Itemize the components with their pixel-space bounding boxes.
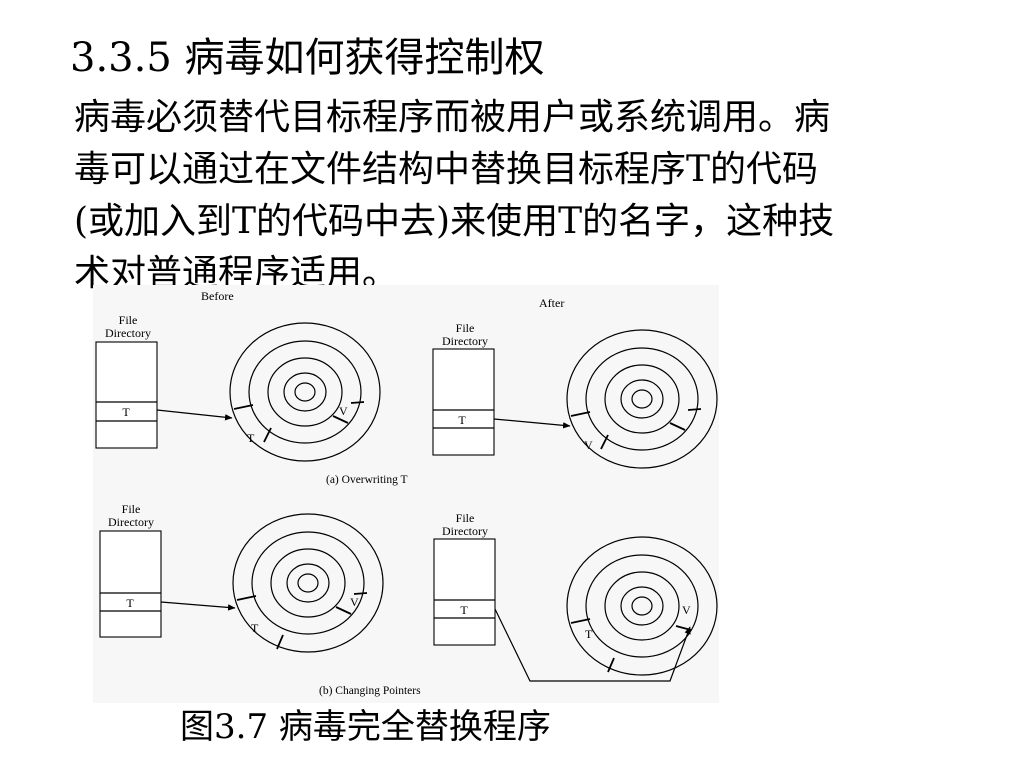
virus-replacement-figure: Before After File Directory T V	[93, 285, 719, 703]
figure-caption: 图3.7 病毒完全替换程序	[180, 707, 551, 747]
panel-a-before: File Directory T V T	[95, 313, 381, 462]
target-label: T	[247, 431, 255, 445]
file-label-line1: File	[456, 511, 475, 525]
header-before: Before	[201, 289, 234, 303]
directory-entry-T: T	[460, 603, 468, 617]
caption-overwriting: (a) Overwriting T	[326, 474, 408, 486]
virus-label: V	[682, 603, 691, 617]
body-line-2: 毒可以通过在文件结构中替换目标程序T的代码	[74, 149, 819, 190]
slide-body: 病毒必须替代目标程序而被用户或系统调用。病 毒可以通过在文件结构中替换目标程序T…	[74, 92, 934, 300]
body-line-3: (或加入到T的代码中去)来使用T的名字，这种技	[74, 201, 835, 242]
panel-b-after: File Directory T V T	[433, 511, 718, 682]
disk-platter	[566, 536, 718, 676]
file-label-line1: File	[456, 321, 475, 335]
redirected-pointer-arrow	[494, 608, 691, 682]
virus-label: V	[350, 595, 359, 609]
file-label-line2: Directory	[105, 326, 151, 340]
slide-title: 3.3.5 病毒如何获得控制权	[70, 35, 545, 81]
pointer-arrow	[493, 418, 571, 429]
body-line-1: 病毒必须替代目标程序而被用户或系统调用。病	[74, 97, 831, 138]
file-directory-box	[99, 530, 162, 638]
file-label-line1: File	[119, 313, 138, 327]
file-directory-box	[433, 538, 496, 646]
disk-platter	[232, 513, 384, 653]
file-label-line1: File	[122, 502, 141, 516]
target-label: T	[585, 627, 593, 641]
virus-label: V	[584, 438, 593, 452]
file-directory-box	[95, 341, 158, 449]
panel-b-before: File Directory T V T	[99, 502, 384, 653]
file-label-line2: Directory	[442, 334, 488, 348]
disk-platter	[229, 322, 381, 462]
directory-entry-T: T	[458, 413, 466, 427]
pointer-arrow	[156, 409, 233, 421]
directory-entry-T: T	[122, 405, 130, 419]
header-after: After	[539, 296, 564, 310]
file-label-line2: Directory	[442, 524, 488, 538]
target-label: T	[251, 621, 259, 635]
caption-changing-pointers: (b) Changing Pointers	[319, 685, 421, 697]
panel-a-after: File Directory T V	[432, 321, 718, 469]
file-label-line2: Directory	[108, 515, 154, 529]
file-directory-box	[432, 348, 495, 456]
pointer-arrow	[160, 601, 236, 611]
virus-label: V	[339, 404, 348, 418]
disk-platter	[566, 329, 718, 469]
directory-entry-T: T	[126, 596, 134, 610]
